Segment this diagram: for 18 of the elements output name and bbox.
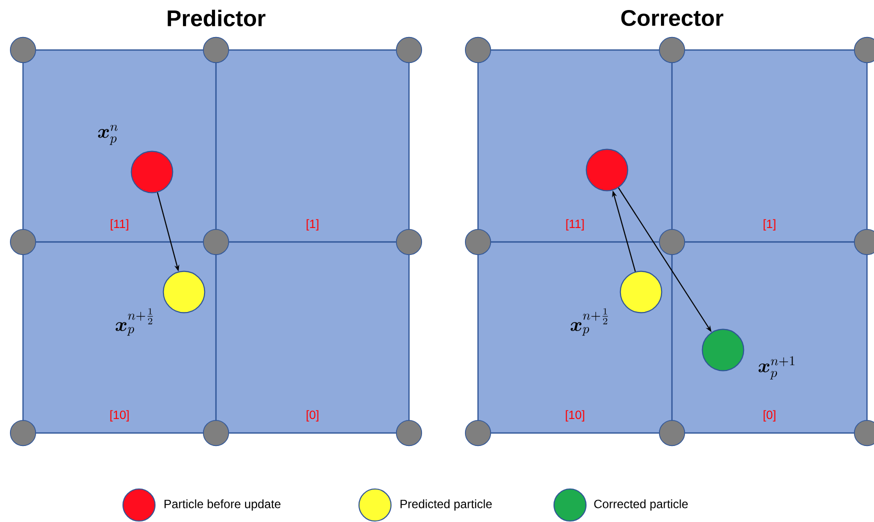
particle [162, 270, 206, 314]
grid-cell: [1] [215, 49, 410, 243]
particle [702, 328, 744, 372]
panel-title: Corrector [621, 10, 724, 26]
grid-cell: [0] [215, 241, 410, 434]
position-formula: $\boldsymbol{x}_{p}^{n+\frac{1}{2}}$ [570, 308, 608, 336]
particle [130, 150, 174, 194]
grid-cell: [11] [477, 49, 673, 243]
position-formula: $\boldsymbol{x}_{p}^{n+1}$ [758, 356, 794, 380]
legend-label: Corrected particle [594, 499, 688, 511]
particle [586, 148, 628, 192]
particle [620, 270, 662, 314]
grid-cell: [1] [671, 49, 868, 243]
position-formula: $\boldsymbol{x}_{p}^{n}$ [98, 124, 118, 146]
legend-label: Predicted particle [400, 499, 492, 511]
position-formula: $\boldsymbol{x}_{p}^{n+\frac{1}{2}}$ [116, 308, 153, 336]
legend-label: Particle before update [164, 499, 280, 511]
panel-title: Predictor [168, 10, 266, 26]
